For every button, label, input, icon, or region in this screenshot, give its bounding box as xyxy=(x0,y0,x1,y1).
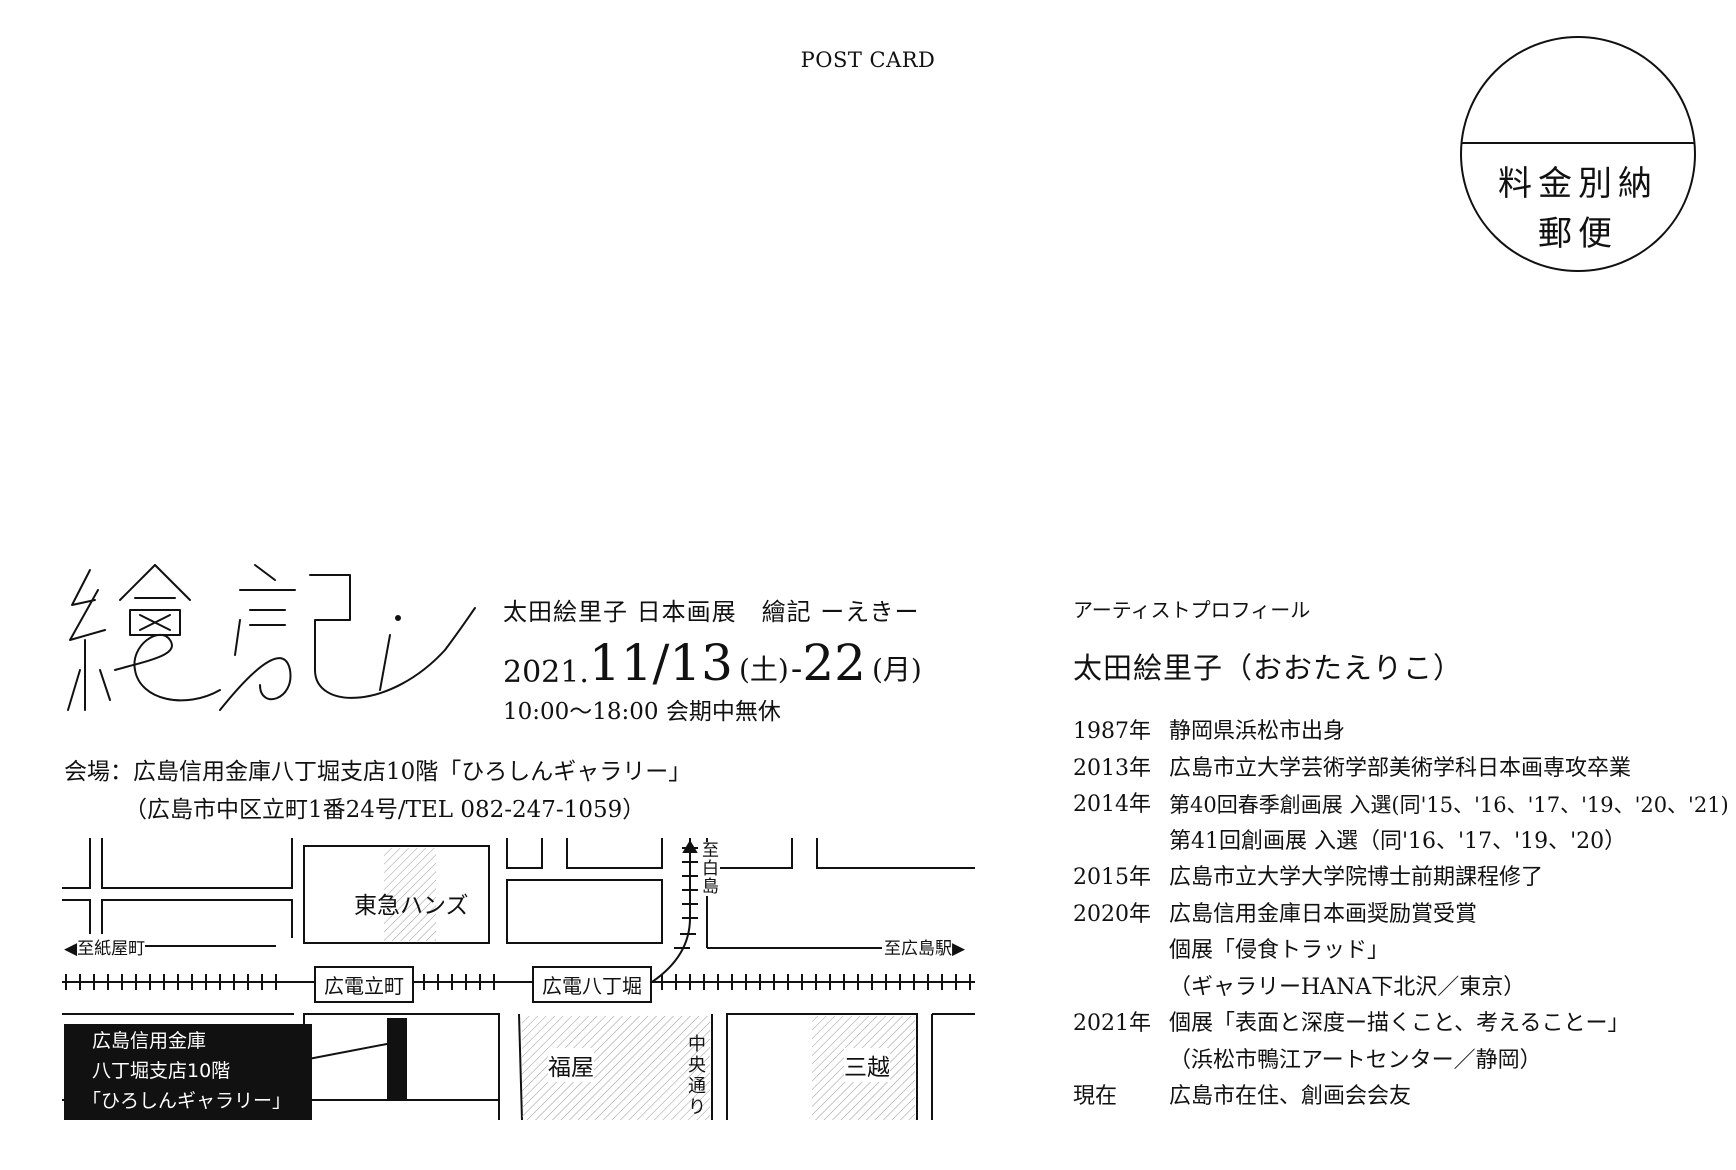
date-year: 2021. xyxy=(503,655,589,690)
stamp-divider xyxy=(1462,142,1694,144)
map-label-fukuya: 福屋 xyxy=(548,1048,594,1082)
date-end: 22 xyxy=(802,634,866,692)
profile-entry: 現在 広島市在住、創画会会友 xyxy=(1073,1079,1729,1116)
profile-text: 第40回春季創画展 入選(同'15、'16、'17、'19、'20、'21) xyxy=(1169,793,1729,817)
profile-text: 個展「表面と深度ー描くこと、考えることー」 xyxy=(1169,1011,1630,1036)
profile-text: 広島市立大学芸術学部美術学科日本画専攻卒業 xyxy=(1169,755,1632,781)
venue-line: 会場：広島信用金庫八丁堀支店10階「ひろしんギャラリー」 xyxy=(64,759,692,785)
profile-entry: 2015年広島市立大学大学院博士前期課程修了 xyxy=(1073,860,1729,897)
profile-entry: 1987年静岡県浜松市出身 xyxy=(1073,714,1729,751)
profile-year: 2020年 xyxy=(1073,901,1151,927)
access-map: 東急ハンズ ◀至紙屋町 至白島 至広島駅▶ 広電立町 広電八丁堀 福屋 三越 中… xyxy=(62,838,975,1120)
profile-entry: （浜松市鴨江アートセンター／静岡） xyxy=(1073,1043,1729,1080)
stamp-line-2: 郵便 xyxy=(1538,214,1618,254)
postage-paid-stamp: 料金別納 郵便 xyxy=(1460,36,1696,272)
date-start: 11/13 xyxy=(588,634,733,692)
exhibition-title: 太田絵里子 日本画展 繪記 ーえきー xyxy=(503,598,920,626)
profile-year: 2021年 xyxy=(1073,1011,1151,1036)
profile-heading: アーティストプロフィール xyxy=(1073,598,1311,622)
stamp-line-1: 料金別納 xyxy=(1498,164,1658,204)
exhibition-hours: 10:00～18:00 会期中無休 xyxy=(503,699,781,725)
venue-building xyxy=(387,1018,407,1100)
profile-year: 2015年 xyxy=(1073,865,1151,890)
railway-ticks xyxy=(65,840,971,990)
profile-list: 1987年静岡県浜松市出身 2013年広島市立大学芸術学部美術学科日本画専攻卒業… xyxy=(1073,714,1729,1116)
artist-name: 太田絵里子（おおたえりこ） xyxy=(1073,651,1464,685)
profile-entry: 2013年広島市立大学芸術学部美術学科日本画専攻卒業 xyxy=(1073,751,1729,788)
profile-text: 静岡県浜松市出身 xyxy=(1169,719,1346,744)
profile-year xyxy=(1073,824,1169,861)
profile-entry: 2020年広島信用金庫日本画奨励賞受賞 xyxy=(1073,897,1729,934)
venue-address: （広島市中区立町1番24号/TEL 082-247-1059） xyxy=(124,797,646,823)
profile-year: 2014年 xyxy=(1073,792,1151,817)
profile-year xyxy=(1073,1043,1169,1080)
profile-year xyxy=(1073,933,1169,970)
venue-callout-line-2: 八丁堀支店10階 xyxy=(92,1060,231,1082)
map-label-mitsukoshi: 三越 xyxy=(844,1048,890,1082)
post-card-label: POST CARD xyxy=(800,48,936,72)
eki-calligraphy-logo xyxy=(67,564,476,711)
map-label-to-kamiyacho: ◀至紙屋町 xyxy=(64,934,146,959)
profile-text: 広島市在住、創画会会友 xyxy=(1169,1084,1412,1109)
profile-text: 広島市立大学大学院博士前期課程修了 xyxy=(1169,865,1544,890)
profile-entry: 2021年個展「表面と深度ー描くこと、考えることー」 xyxy=(1073,1006,1729,1043)
venue-callout-line-1: 広島信用金庫 xyxy=(92,1030,207,1052)
exhibition-dates: 2021. 11/13 (土) - 22 (月) xyxy=(503,628,922,688)
profile-year xyxy=(1073,970,1169,1007)
profile-entry: 2014年第40回春季創画展 入選(同'15、'16、'17、'19、'20、'… xyxy=(1073,787,1729,824)
profile-entry: 個展「侵食トラッド」 xyxy=(1073,933,1729,970)
profile-text: （ギャラリーHANA下北沢／東京） xyxy=(1169,974,1526,1000)
profile-year: 2013年 xyxy=(1073,755,1151,781)
venue-callout-line-3: 「ひろしんギャラリー」 xyxy=(82,1090,292,1112)
map-label-chuo-dori: 中央通り xyxy=(688,1034,706,1118)
profile-year: 現在 xyxy=(1073,1084,1118,1109)
date-start-day: (土) xyxy=(738,652,789,686)
profile-text: 広島信用金庫日本画奨励賞受賞 xyxy=(1169,901,1478,927)
profile-entry: 第41回創画展 入選（同'16、'17、'19、'20） xyxy=(1073,824,1729,861)
station-tatemachi: 広電立町 xyxy=(314,966,414,1003)
venue-callout: 広島信用金庫 八丁堀支店10階 「ひろしんギャラリー」 xyxy=(64,1024,312,1120)
map-label-to-hakushima: 至白島 xyxy=(702,841,720,897)
profile-text: 第41回創画展 入選（同'16、'17、'19、'20） xyxy=(1169,828,1627,854)
station-hatchobori: 広電八丁堀 xyxy=(532,966,652,1003)
tokyu-hands-hatch xyxy=(384,848,436,941)
profile-year: 1987年 xyxy=(1073,719,1151,744)
profile-text: （浜松市鴨江アートセンター／静岡） xyxy=(1169,1047,1542,1073)
profile-entry: （ギャラリーHANA下北沢／東京） xyxy=(1073,970,1729,1007)
map-label-to-hiroshima-station: 至広島駅▶ xyxy=(884,934,966,959)
date-dash: - xyxy=(790,648,803,689)
date-end-day: (月) xyxy=(871,652,922,686)
map-label-tokyu-hands: 東急ハンズ xyxy=(354,893,469,919)
profile-text: 個展「侵食トラッド」 xyxy=(1169,938,1390,963)
